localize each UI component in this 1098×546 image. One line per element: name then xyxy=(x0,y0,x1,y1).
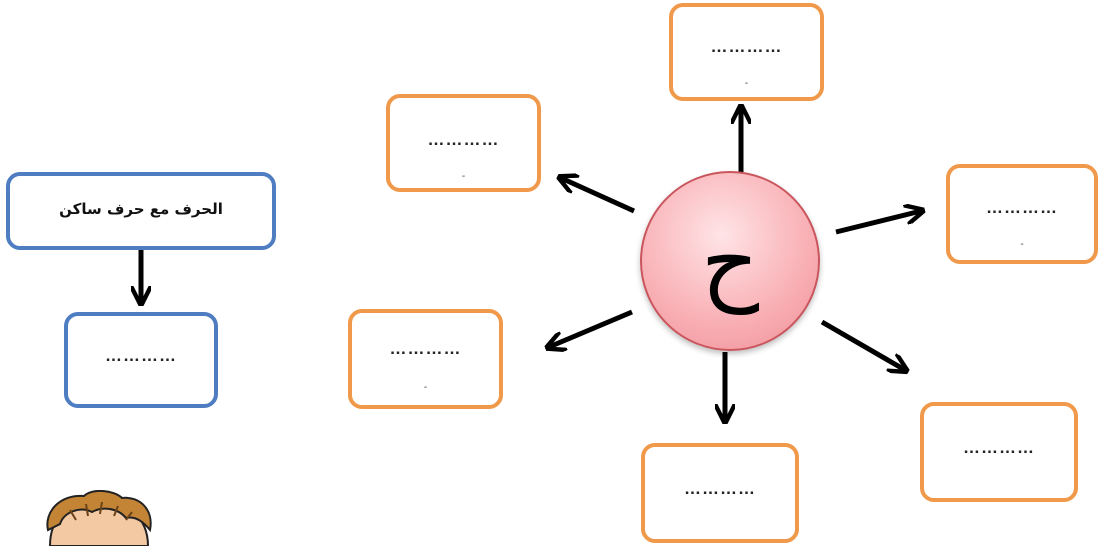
left-title: الحرف مع حرف ساكن xyxy=(59,200,223,218)
center-letter: ح xyxy=(700,210,760,315)
arrow-to-right xyxy=(835,211,921,235)
answer-box-lower-left[interactable]: ………… - xyxy=(348,309,503,409)
answer-dash: - xyxy=(1020,239,1024,250)
answer-dots: ………… xyxy=(986,198,1058,217)
answer-dots: ………… xyxy=(427,130,500,149)
answer-box-right[interactable]: ………… - xyxy=(946,164,1098,264)
answer-dash: - xyxy=(744,78,749,89)
arrow-to-lower-left xyxy=(549,309,633,347)
cartoon-boy-icon xyxy=(46,490,152,546)
answer-dash: - xyxy=(423,382,428,393)
left-title-box: الحرف مع حرف ساكن xyxy=(6,172,276,250)
answer-box-upper-left[interactable]: ………… - xyxy=(386,94,541,192)
answer-dots: ………… xyxy=(963,438,1035,457)
answer-dots: ………… xyxy=(389,339,462,358)
center-letter-circle: ح xyxy=(640,171,820,351)
answer-box-top[interactable]: ………… - xyxy=(669,3,824,101)
answer-dots: ………… xyxy=(710,37,783,56)
answer-box-bottom[interactable]: ………… xyxy=(641,443,799,543)
left-answer-box[interactable]: ………… xyxy=(64,312,218,408)
arrow-to-upper-left xyxy=(561,178,636,214)
answer-dash: - xyxy=(461,171,466,182)
answer-dots: ………… xyxy=(684,479,756,498)
answer-box-lower-right[interactable]: ………… xyxy=(920,402,1078,502)
arrow-to-lower-right xyxy=(820,319,905,370)
answer-dots: ………… xyxy=(105,346,177,365)
